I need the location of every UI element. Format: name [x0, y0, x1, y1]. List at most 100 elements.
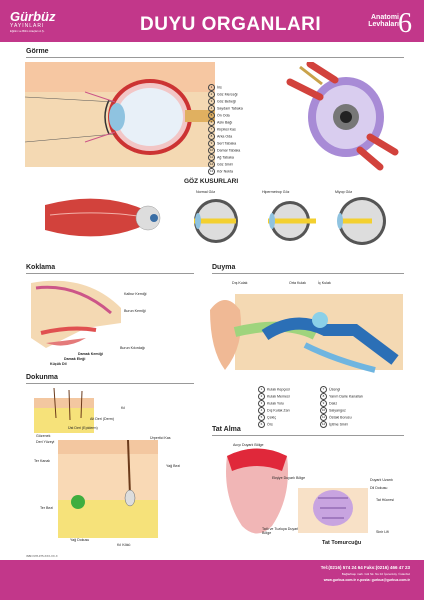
label-number: 11: [208, 154, 215, 161]
label-number: 3: [208, 98, 215, 105]
nose-cross-section: [31, 280, 121, 348]
goz-kusurlari-title: GÖZ KUSURLARI: [184, 178, 239, 185]
label-text: Arka Oda: [217, 134, 233, 139]
dokunma-label-deri-yuzeyi: Deri Yüzeyi: [36, 440, 55, 444]
eyeball-front-view: [286, 62, 399, 171]
myopic-eye-diagram: [337, 197, 386, 245]
footer-code: ISBN 978-975-XXX-XX-X: [26, 554, 58, 558]
label-text: Dalız: [329, 401, 338, 406]
dokunma-rule: [26, 383, 194, 384]
tat-label-duyarli-uzanti: Duyarlı Uzantı: [370, 478, 393, 482]
eye-muscles-diagram: [45, 198, 161, 237]
duyma-title: Duyma: [212, 264, 236, 271]
koklama-label-damak-kemigi: Damak Kemiği: [78, 352, 103, 356]
duyma-region-ic: İç Kulak: [318, 281, 331, 285]
label-text: İşitme Siniri: [329, 422, 348, 427]
dokunma-label-ust-deri: Üst Deri (Epiderm): [68, 426, 98, 430]
skin-block-small: [34, 388, 94, 433]
label-number: 12: [208, 161, 215, 168]
koklama-label-kucuk-dil: Küçük Dil: [50, 362, 67, 366]
series-line2: Levhaları: [368, 21, 399, 28]
label-number: 12: [320, 421, 327, 428]
tat-label-dil-dokusu: Dil Dokusu: [370, 486, 388, 490]
label-text: Üzengi: [329, 387, 341, 392]
dokunma-label-urpertici-kas: Ürpertici Kas: [150, 436, 171, 440]
eye-cross-section: [25, 62, 215, 167]
label-text: Sert Tabaka: [217, 141, 237, 146]
brand-sub: YAYINLARI: [10, 23, 45, 29]
gorme-title: Görme: [26, 48, 49, 55]
dokunma-label-kil: Kıl: [121, 406, 126, 410]
dokunma-label-ter-bezi: Ter Bezi: [40, 506, 53, 510]
label-text: İris: [217, 85, 222, 90]
label-number: 3: [258, 400, 265, 407]
label-number: 11: [320, 414, 327, 421]
taste-bud-diagram: [298, 488, 368, 533]
label-text: Örs: [267, 422, 273, 427]
series-line1: Anatomi: [371, 14, 399, 21]
dokunma-title: Dokunma: [26, 374, 58, 381]
brand-name: Gürbüz: [10, 9, 56, 24]
label-text: Göz Bebeği: [217, 99, 236, 104]
page-title: DUYU ORGANLARI: [140, 14, 322, 35]
label-text: Kulak Kepçesi: [267, 387, 290, 392]
label-text: Ağ Tabaka: [217, 155, 234, 160]
tat-label-tatli-tuzlu: Tatlı ve Tuzluya Duyarlı Bölge: [262, 527, 300, 536]
tat-label-sinir-lifi: Sinir Lifi: [376, 530, 389, 534]
label-number: 2: [258, 393, 265, 400]
label-text: Ön Oda: [217, 113, 230, 118]
footer-phone: Tel:(0216) 574 24 64 Faks:(0216) 466 47 …: [320, 565, 410, 570]
header-band: [0, 0, 424, 42]
label-number: 9: [208, 140, 215, 147]
label-number: 7: [320, 386, 327, 393]
tongue-diagram: [226, 448, 288, 534]
label-text: Göz Merceği: [217, 92, 238, 97]
label-text: Kirpiksi Kas: [217, 127, 236, 132]
label-text: Östaki Borusu: [329, 415, 352, 420]
tat-label-tat-hucresi: Tat Hücresi: [376, 498, 394, 502]
footer-contact: Tel:(0216) 574 24 64 Faks:(0216) 466 47 …: [240, 565, 410, 582]
brand-tagline: Eğitim ve Bilim Araçları A.Ş.: [10, 29, 45, 33]
label-text: Kör Nokta: [217, 169, 233, 174]
dokunma-label-yag-bezi: Yağ Bezi: [166, 464, 181, 468]
label-text: Dış Kulak Zarı: [267, 408, 290, 413]
label-number: 5: [208, 112, 215, 119]
koklama-label-kalbur: Kalbur Kemiği: [124, 292, 147, 296]
label-text: Yarım Daire Kanalları: [329, 394, 364, 399]
skin-cross-section: [58, 440, 158, 538]
duyma-region-orta: Orta Kulak: [289, 281, 306, 285]
series-number: 6: [398, 8, 412, 39]
label-text: Çekiç: [267, 415, 276, 420]
ear-cross-section: [210, 294, 403, 373]
koklama-rule: [26, 273, 194, 274]
hipermetrop-goz-label: Hipermetrop Göz: [262, 190, 290, 194]
tat-alma-title: Tat Alma: [212, 426, 241, 433]
tat-label-eksi: Ekşiye Duyarlı Bölge: [272, 476, 306, 480]
footer-web: www.gurbuz.com.tr e-posta: gurbuz@gurbuz…: [323, 578, 410, 582]
dokunma-label-yag-dokusu: Yağ Dokusu: [70, 538, 90, 542]
label-number: 2: [208, 91, 215, 98]
duyma-rule: [212, 273, 404, 274]
label-text: Damar Tabaka: [217, 148, 241, 153]
label-number: 10: [208, 147, 215, 154]
label-number: 7: [208, 126, 215, 133]
